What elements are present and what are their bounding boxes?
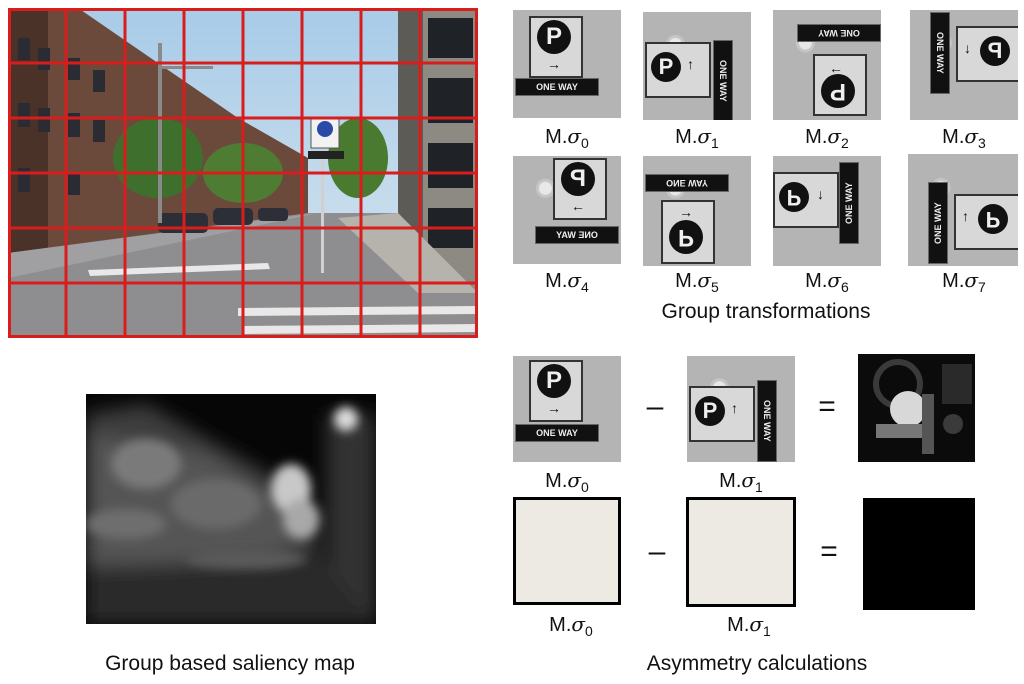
transform-thumb-1: P ↑ ONE WAY — [643, 12, 751, 120]
transform-thumb-5: ONE WAY → P — [643, 156, 751, 266]
transform-label-4: M.σ4 — [545, 268, 589, 295]
asym-label-row1-right: M.σ1 — [719, 468, 763, 495]
saliency-map-caption: Group based saliency map — [105, 652, 355, 675]
asym-label-row2-left: M.σ0 — [549, 612, 593, 639]
transform-label-0: M.σ0 — [545, 124, 589, 151]
transform-label-3: M.σ3 — [942, 124, 986, 151]
transform-label-6: M.σ6 — [805, 268, 849, 295]
blank-square-sigma0 — [513, 497, 621, 605]
transform-label-1: M.σ1 — [675, 124, 719, 151]
asym-label-row1-left: M.σ0 — [545, 468, 589, 495]
street-photo — [8, 8, 478, 338]
minus-operator-2: – — [648, 535, 666, 568]
asym-difference-image — [858, 354, 975, 462]
difference-drawing — [858, 354, 975, 462]
red-grid-overlay — [8, 8, 478, 338]
transform-thumb-3: ONE WAY ↓ P — [910, 10, 1018, 120]
transform-label-2: M.σ2 — [805, 124, 849, 151]
transform-thumb-6: P ↓ ONE WAY — [773, 156, 881, 266]
transform-label-5: M.σ5 — [675, 268, 719, 295]
equals-operator-2: = — [820, 535, 838, 568]
minus-operator-1: – — [646, 390, 664, 423]
transform-thumb-4: P ← ONE WAY — [513, 156, 621, 264]
black-result-square — [863, 498, 975, 610]
asymmetry-caption: Asymmetry calculations — [646, 652, 868, 675]
saliency-map — [86, 394, 376, 624]
asym-label-row2-right: M.σ1 — [727, 612, 771, 639]
asym-thumb-sigma0: P → ONE WAY — [513, 356, 621, 462]
transform-thumb-7: ONE WAY ↑ P — [908, 154, 1018, 266]
asym-thumb-sigma1: P ↑ ONE WAY — [687, 356, 795, 462]
transform-label-7: M.σ7 — [942, 268, 986, 295]
transform-thumb-0: P → ONE WAY — [513, 10, 621, 118]
equals-operator-1: = — [818, 390, 836, 423]
transform-thumb-2: ONE WAY ← P — [773, 10, 881, 120]
group-transformations-caption: Group transformations — [661, 300, 871, 323]
saliency-blur-drawing — [86, 394, 376, 624]
blank-square-sigma1 — [686, 497, 796, 607]
